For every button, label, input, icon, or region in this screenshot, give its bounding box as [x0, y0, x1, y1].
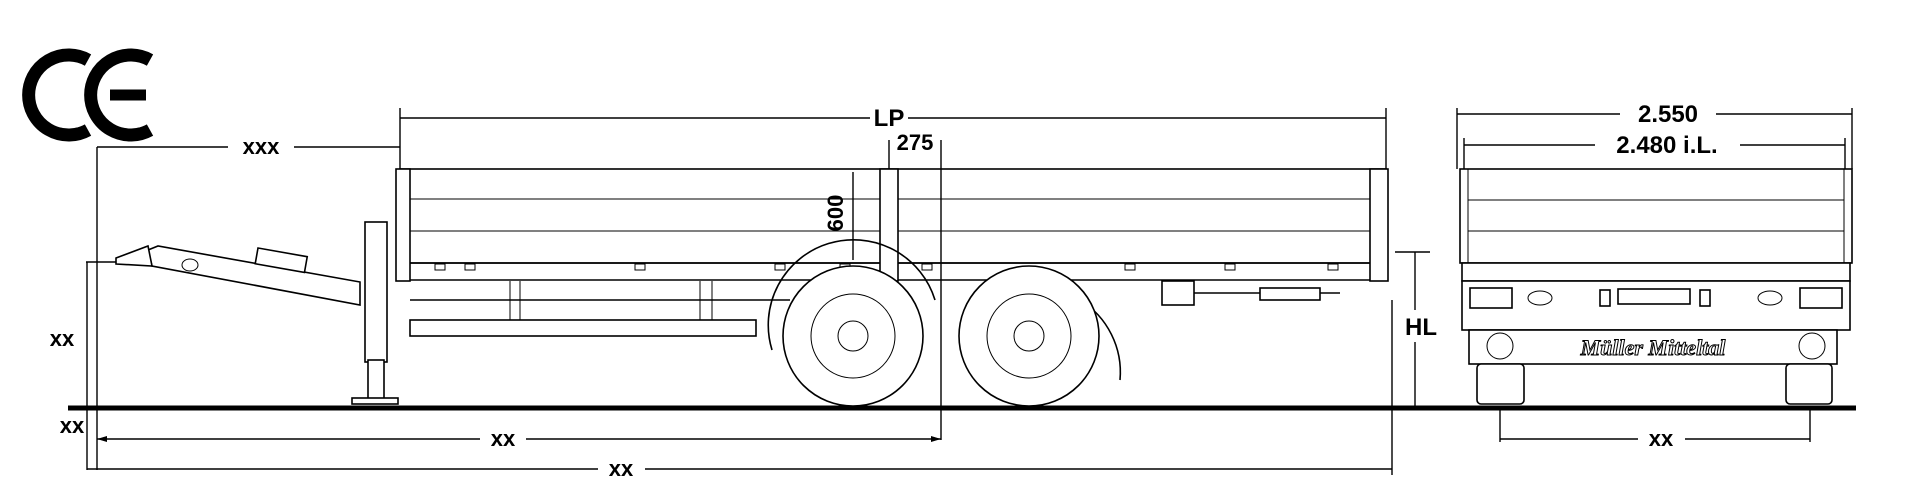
dim-side-height-label: 600: [823, 195, 848, 232]
brand-logo: Müller Mitteltal: [1580, 335, 1727, 360]
tail-light-right: [1799, 287, 1843, 309]
dim-loading-length-label: LP: [874, 105, 905, 132]
rear-hitch: [1259, 287, 1321, 301]
rear-wheel-right: [1785, 363, 1833, 405]
rear-post: [1369, 168, 1389, 282]
rear-view: 2.550 2.480 i.L. Müller Mitteltal xx: [1456, 101, 1853, 451]
drawbar: [115, 244, 361, 306]
tailgate: [1459, 168, 1853, 264]
ce-mark-logo: [22, 48, 154, 142]
license-plate: [1617, 288, 1691, 305]
dim-offset-label: 275: [897, 130, 934, 155]
dim-inner-width-label: 2.480 i.L.: [1616, 132, 1717, 159]
dim-track-label: xx: [1649, 426, 1674, 451]
tail-light-left: [1469, 287, 1513, 309]
dim-hitch-ground-label: xx: [60, 413, 85, 438]
dim-drawbar-label: xxx: [243, 134, 280, 159]
side-view: xxx LP 275 600 HL xx xx xx xx: [50, 105, 1437, 481]
middle-post: [879, 168, 899, 282]
dim-overall-width-label: 2.550: [1638, 101, 1698, 128]
support-jack: [351, 221, 399, 405]
wheel-front: [782, 265, 924, 407]
wheel-rear: [958, 265, 1100, 407]
dim-overall-length-label: xx: [609, 456, 634, 481]
chassis-beam: [409, 319, 757, 337]
dim-loading-height-label: HL: [1405, 314, 1437, 341]
dim-hitch-height-label: xx: [50, 326, 75, 351]
rear-bumper: [1468, 329, 1838, 365]
front-post: [395, 168, 411, 282]
rear-wheel-left: [1476, 363, 1525, 405]
dim-hitch-to-axle-label: xx: [491, 426, 516, 451]
